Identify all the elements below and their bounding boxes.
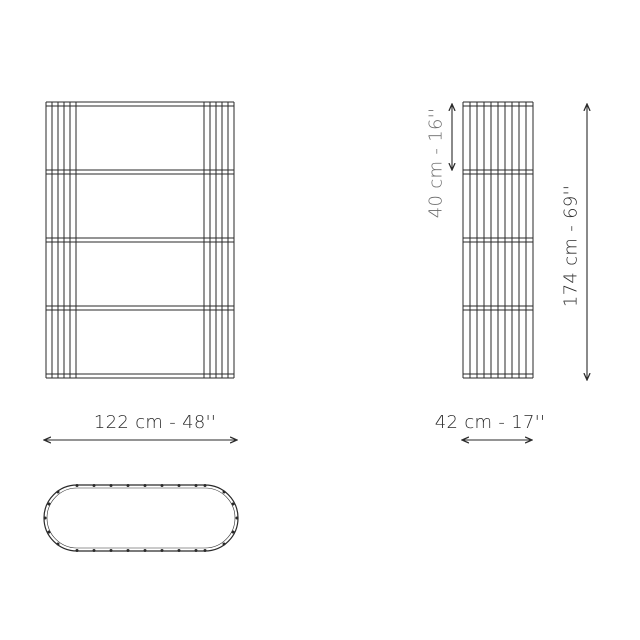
shelf-spacing-label: 40 cm - 16''	[425, 107, 447, 219]
side-bars	[462, 102, 534, 378]
front-shelves	[46, 101, 234, 379]
depth-label: 42 cm - 17''	[434, 412, 546, 433]
width-label: 122 cm - 48''	[93, 412, 217, 433]
top-view	[43, 484, 239, 552]
top-view-posts	[43, 484, 239, 552]
side-shelves	[463, 101, 533, 379]
top-view-inner-outline	[46, 487, 236, 549]
front-left-bars	[45, 102, 77, 378]
side-view	[462, 101, 534, 379]
height-label: 174 cm - 69''	[560, 184, 582, 308]
top-view-outline	[43, 484, 239, 552]
front-right-bars	[203, 102, 235, 378]
front-view	[45, 101, 235, 379]
